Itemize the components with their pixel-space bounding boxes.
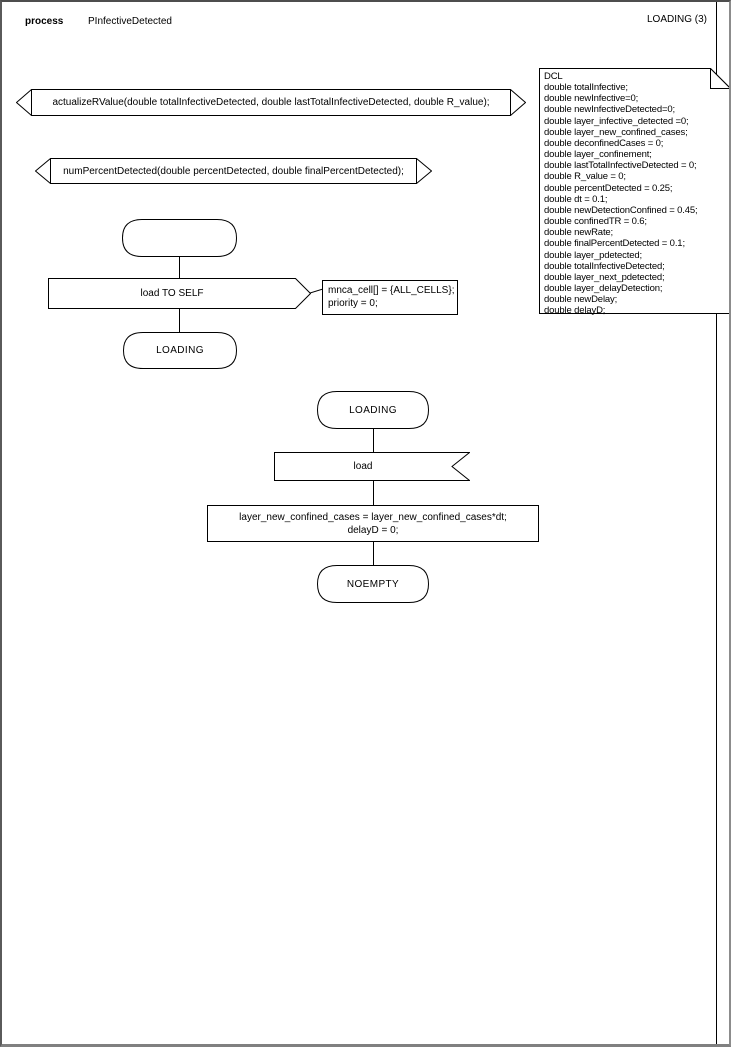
- state-label: LOADING: [349, 404, 397, 416]
- process-name: PInfectiveDetected: [88, 16, 172, 27]
- output-symbol-load-to-self[interactable]: load TO SELF: [48, 278, 311, 309]
- task-statement: layer_new_confined_cases = layer_new_con…: [239, 511, 507, 523]
- output-parameter: mnca_cell[] = {ALL_CELLS};: [328, 285, 455, 296]
- param-connector-line: [310, 288, 323, 294]
- state-noempty[interactable]: NOEMPTY: [317, 565, 429, 603]
- diagram-frame-right-edge: [716, 2, 717, 1044]
- connector-line: [373, 429, 374, 452]
- procedure-declaration-text: actualizeRValue(double totalInfectiveDet…: [52, 97, 490, 108]
- text-symbol-shape: [539, 67, 729, 314]
- state-loading-left[interactable]: LOADING: [123, 332, 237, 369]
- input-symbol-load[interactable]: load: [274, 452, 470, 481]
- dcl-declarations-note[interactable]: DCL double totalInfective; double newInf…: [539, 67, 729, 317]
- procedure-declaration-numPercentDetected[interactable]: numPercentDetected(double percentDetecte…: [35, 158, 432, 184]
- state-label: LOADING: [156, 345, 204, 356]
- procedure-declaration-shape: [16, 89, 526, 116]
- dcl-text: DCL double totalInfective; double newInf…: [544, 71, 698, 317]
- start-state-symbol[interactable]: [122, 219, 237, 257]
- input-label: load: [353, 461, 373, 472]
- output-shape: [48, 278, 311, 309]
- state-shape: [122, 219, 237, 257]
- state-shape: [317, 391, 429, 429]
- output-parameters-box[interactable]: mnca_cell[] = {ALL_CELLS}; priority = 0;: [322, 280, 458, 315]
- procedure-declaration-actualizeRValue[interactable]: actualizeRValue(double totalInfectiveDet…: [16, 89, 526, 116]
- connector-line: [373, 481, 374, 505]
- start-state-label: [122, 219, 237, 257]
- state-shape: [317, 565, 429, 603]
- output-label: load TO SELF: [140, 288, 204, 299]
- diagram-kind-label: process: [25, 16, 64, 27]
- task-symbol[interactable]: layer_new_confined_cases = layer_new_con…: [207, 505, 539, 542]
- output-parameter: priority = 0;: [328, 298, 378, 309]
- state-label: NOEMPTY: [346, 578, 400, 590]
- state-shape: [123, 332, 237, 369]
- procedure-declaration-shape: [35, 158, 432, 184]
- connector-line: [373, 542, 374, 565]
- state-loading-middle[interactable]: LOADING: [317, 391, 429, 429]
- connector-line: [179, 309, 180, 332]
- page-label: LOADING (3): [646, 14, 707, 25]
- task-statement: delayD = 0;: [347, 524, 399, 536]
- procedure-declaration-text: numPercentDetected(double percentDetecte…: [63, 165, 404, 177]
- connector-line: [179, 257, 180, 278]
- input-shape: [274, 452, 470, 481]
